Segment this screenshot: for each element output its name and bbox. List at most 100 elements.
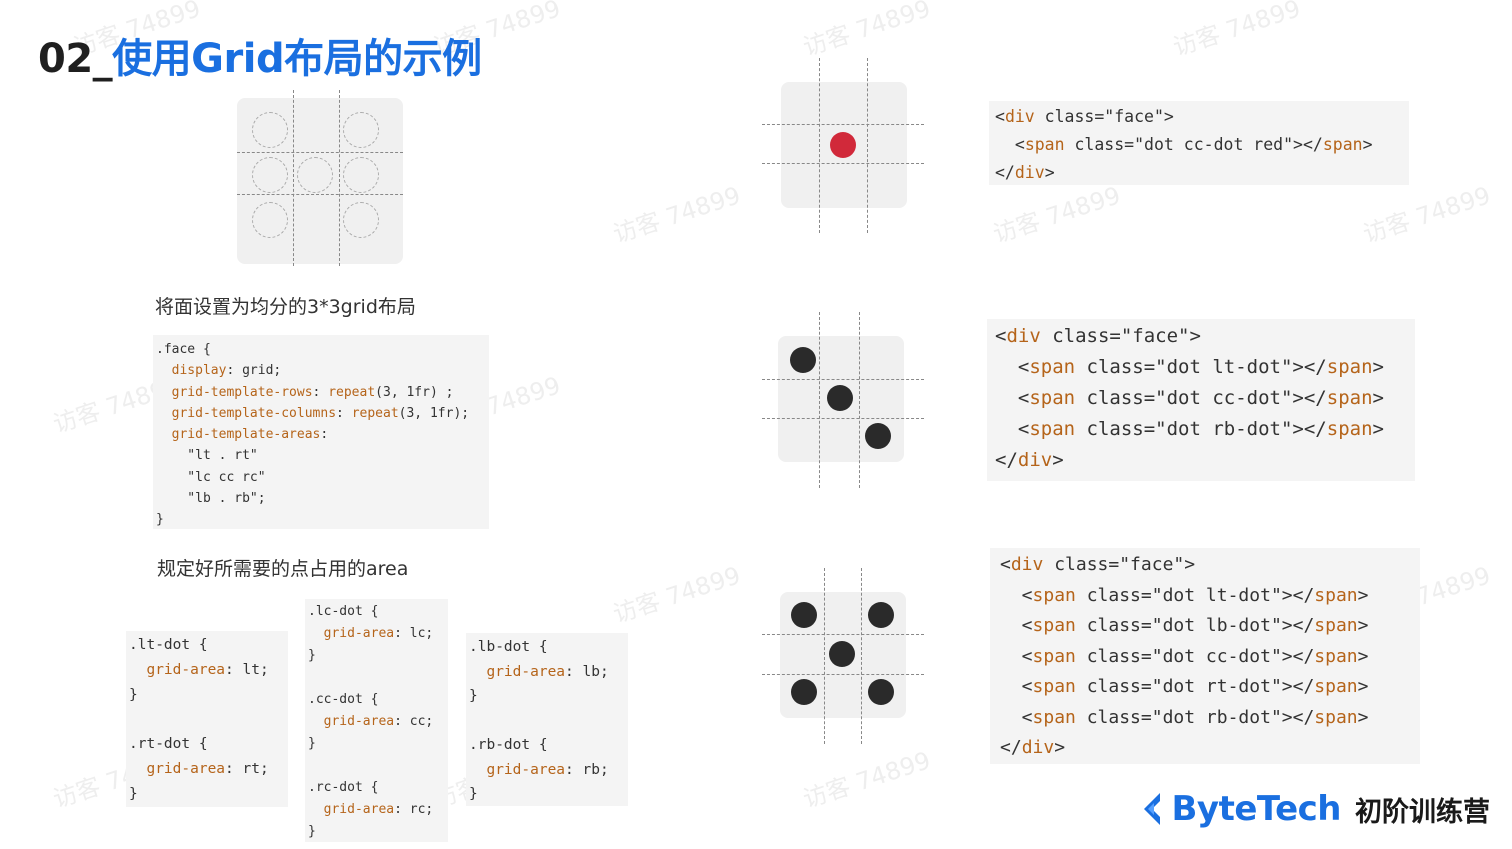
logo-sub: 初阶训练营	[1355, 796, 1490, 828]
code-line: grid-area: cc;	[323, 714, 434, 729]
dice-diagram-1	[762, 58, 924, 233]
code-line	[308, 667, 448, 689]
grid-line	[861, 568, 862, 744]
grid-line	[762, 163, 924, 164]
code-line: grid-area: lb;	[486, 663, 609, 680]
bytetech-logo: ByteTech 初阶训练营	[1140, 789, 1490, 829]
code-line: .rt-dot {	[129, 736, 208, 753]
ghost-circle	[343, 157, 379, 193]
code-line: </div>	[995, 449, 1064, 471]
grid-line	[293, 90, 294, 266]
code-line: grid-area: rb;	[486, 761, 609, 778]
code-line: }	[469, 786, 478, 802]
grid-line	[859, 312, 860, 488]
dot	[790, 347, 816, 373]
html-code-2: <div class="face"> <span class="dot lt-d…	[987, 319, 1415, 481]
grid-line	[762, 124, 924, 125]
code-line: grid-area: lc;	[323, 626, 434, 641]
bytetech-logo-icon	[1140, 793, 1162, 825]
red-dot	[830, 132, 856, 158]
ghost-circle	[252, 112, 288, 148]
dot	[791, 679, 817, 705]
code-line: grid-template-columns: repeat(3, 1fr);	[171, 405, 470, 421]
html-code-1: <div class="face"> <span class="dot cc-d…	[989, 101, 1409, 185]
code-line	[308, 755, 448, 777]
grid-line	[237, 152, 403, 153]
ghost-circle	[252, 202, 288, 238]
code-line: .face {	[156, 342, 211, 357]
code-line	[469, 709, 628, 734]
grid-line	[762, 379, 924, 380]
code-line: }	[308, 824, 316, 839]
dot	[868, 602, 894, 628]
dot	[829, 641, 855, 667]
area-css-col1: .lt-dot { grid-area: lt;} .rt-dot { grid…	[126, 631, 288, 807]
dot	[865, 423, 891, 449]
code-line: }	[469, 688, 478, 704]
code-line: grid-area: rc;	[323, 802, 434, 817]
code-line: <span class="dot rb-dot"></span>	[1000, 706, 1369, 728]
grid-line	[762, 674, 924, 675]
watermark: 访客 74899	[799, 0, 934, 62]
code-line: grid-template-areas:	[171, 427, 329, 443]
dot	[868, 679, 894, 705]
code-line: <div class="face">	[995, 325, 1201, 347]
ghost-circle	[252, 157, 288, 193]
watermark: 访客 74899	[1169, 0, 1304, 62]
code-line	[129, 707, 288, 732]
page-title: 02_使用Grid布局的示例	[38, 26, 482, 84]
code-line: }	[129, 785, 138, 802]
grid-line	[819, 58, 820, 233]
code-line: <span class="dot cc-dot"></span>	[1000, 645, 1369, 667]
watermark: 访客 74899	[609, 181, 744, 249]
area-css-col3: .lb-dot { grid-area: lb;} .rb-dot { grid…	[466, 633, 628, 806]
code-line: "lt . rt"	[156, 448, 258, 464]
grid-line	[762, 418, 924, 419]
grid-diagram	[237, 90, 403, 266]
code-line: .rb-dot {	[469, 737, 548, 753]
code-line: }	[156, 512, 164, 528]
caption-grid-setup: 将面设置为均分的3*3grid布局	[155, 296, 416, 318]
code-line: grid-template-rows: repeat(3, 1fr) ;	[171, 384, 454, 400]
code-line: <span class="dot rt-dot"></span>	[1000, 676, 1369, 697]
logo-brand: ByteTech	[1171, 789, 1342, 829]
grid-line	[867, 58, 868, 233]
caption-areas: 规定好所需要的点占用的area	[157, 558, 409, 580]
code-line: <span class="dot cc-dot red"></span>	[995, 135, 1373, 154]
dot	[827, 385, 853, 411]
code-line: .lt-dot {	[129, 637, 208, 653]
code-line: </div>	[1000, 737, 1066, 758]
dice-diagram-3	[762, 568, 924, 744]
watermark: 访客 74899	[799, 746, 934, 814]
code-line: <div class="face">	[1000, 554, 1196, 575]
grid-line	[237, 194, 403, 195]
html-code-3: <div class="face"> <span class="dot lt-d…	[990, 548, 1420, 764]
ghost-circle	[297, 157, 333, 193]
code-line: }	[308, 736, 316, 751]
code-line: <span class="dot rb-dot"></span>	[995, 418, 1384, 440]
code-line: display: grid;	[171, 363, 282, 379]
watermark: 访客 74899	[609, 561, 744, 629]
code-line: grid-area: rt;	[146, 760, 269, 777]
dot	[791, 602, 817, 628]
code-line: </div>	[995, 163, 1055, 182]
dice-diagram-2	[762, 312, 924, 488]
grid-line	[819, 312, 820, 488]
code-line: <span class="dot lb-dot"></span>	[1000, 615, 1369, 636]
code-line: <span class="dot lt-dot"></span>	[1000, 584, 1369, 606]
code-line: .rc-dot {	[308, 780, 379, 795]
code-line: }	[129, 686, 138, 703]
code-line: <div class="face">	[995, 107, 1174, 126]
ghost-circle	[343, 202, 379, 238]
code-line: }	[308, 648, 316, 663]
code-line: <span class="dot lt-dot"></span>	[995, 356, 1384, 378]
code-line: <span class="dot cc-dot"></span>	[995, 387, 1384, 409]
grid-line	[824, 568, 825, 744]
grid-line	[339, 90, 340, 266]
code-line: "lc cc rc"	[156, 469, 266, 485]
code-line: .cc-dot {	[308, 692, 379, 707]
title-text: 使用Grid布局的示例	[112, 36, 482, 82]
grid-line	[762, 634, 924, 635]
code-line: .lb-dot {	[469, 639, 548, 655]
area-css-col2: .lc-dot { grid-area: lc;} .cc-dot { grid…	[305, 599, 448, 842]
